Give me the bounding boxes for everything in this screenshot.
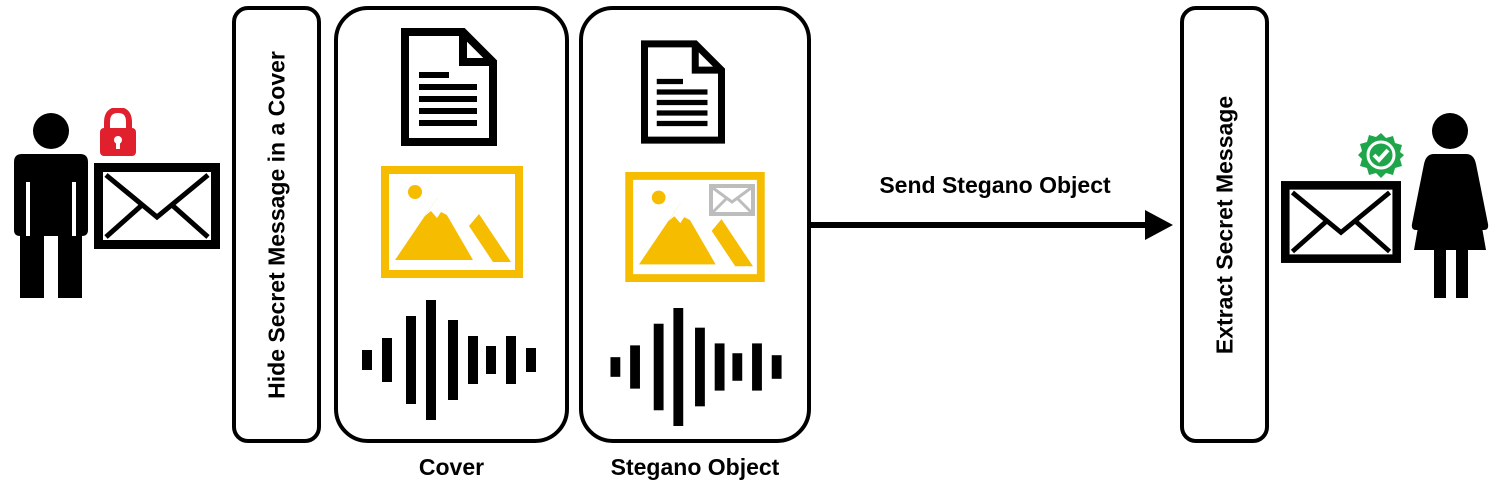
hide-message-label: Hide Secret Message in a Cover xyxy=(263,50,289,399)
image-icon xyxy=(381,166,523,278)
receiver-envelope-icon xyxy=(1281,180,1401,264)
extract-message-step: Extract Secret Message xyxy=(1180,6,1269,443)
extract-message-label: Extract Secret Message xyxy=(1211,95,1237,354)
send-arrow-icon xyxy=(811,208,1173,242)
document-icon xyxy=(401,28,497,146)
hidden-envelope-icon xyxy=(709,184,755,216)
cover-caption: Cover xyxy=(418,454,485,480)
audio-waveform-icon xyxy=(609,308,785,426)
stegano-object-panel xyxy=(579,6,811,443)
audio-waveform-icon xyxy=(362,300,538,420)
receiver-female-person-icon xyxy=(1404,112,1490,298)
check-badge-icon xyxy=(1358,132,1404,178)
hide-message-step: Hide Secret Message in a Cover xyxy=(232,6,321,443)
send-stegano-object-label: Send Stegano Object xyxy=(879,172,1111,198)
sender-male-person-icon xyxy=(8,112,94,298)
document-icon xyxy=(641,40,725,144)
padlock-icon xyxy=(98,108,138,158)
sender-envelope-icon xyxy=(94,163,220,249)
stegano-object-caption: Stegano Object xyxy=(610,454,780,480)
cover-panel xyxy=(334,6,569,443)
